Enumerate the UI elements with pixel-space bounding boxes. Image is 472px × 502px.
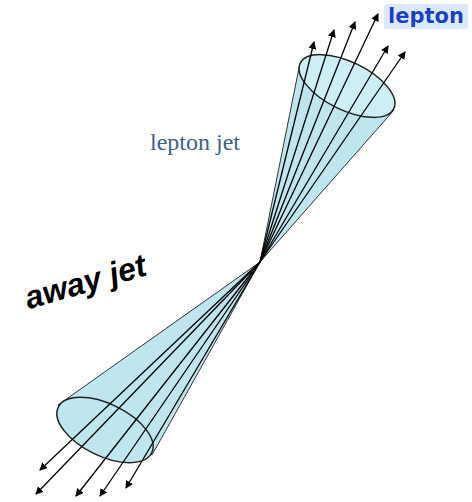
jet-label: lepton jet	[150, 130, 240, 154]
particle-label: lepton	[384, 4, 468, 29]
upper-tracks	[260, 14, 405, 262]
upper-cone-rim	[290, 42, 405, 131]
jet-label: away jet	[21, 249, 150, 314]
